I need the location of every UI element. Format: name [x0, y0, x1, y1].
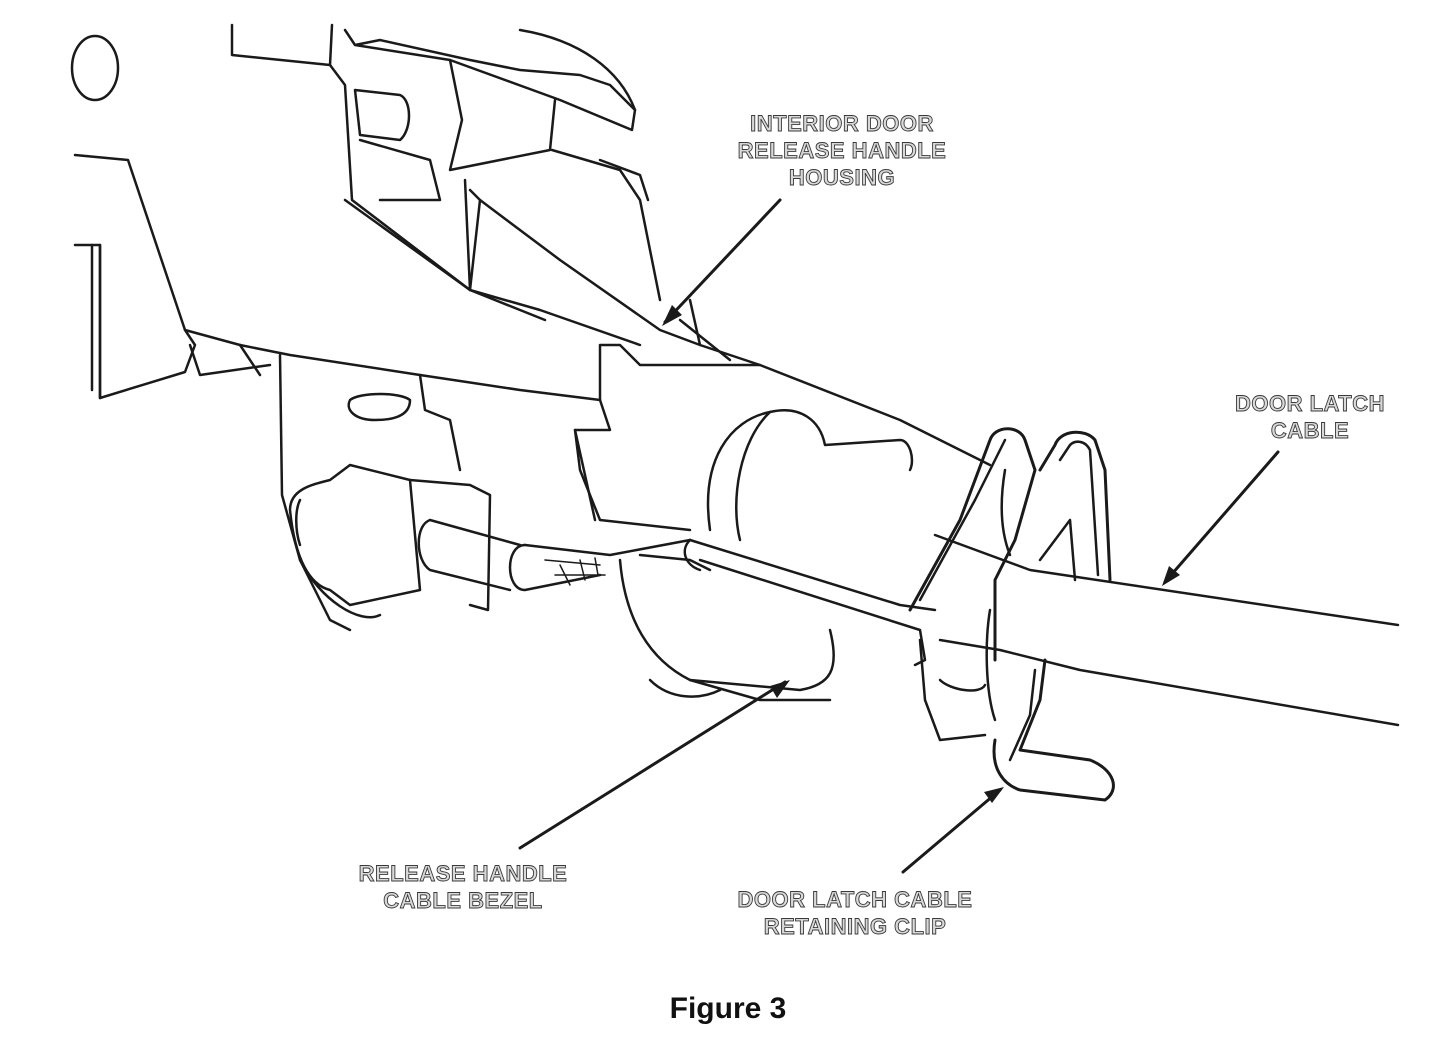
bezel-label-line-2: CABLE BEZEL — [383, 888, 543, 914]
mounting-hole — [70, 34, 120, 102]
cable-bezel — [618, 409, 987, 742]
upper-bracket — [230, 23, 662, 322]
clip-label: DOOR LATCH CABLE RETAINING CLIP — [700, 886, 1010, 940]
release-handle-housing — [343, 188, 762, 367]
door-latch-cable-label: DOOR LATCH CABLE — [1195, 390, 1425, 444]
door-latch-cable-line-2: CABLE — [1270, 418, 1350, 444]
housing-label: INTERIOR DOOR RELEASE HANDLE HOUSING — [712, 110, 972, 191]
bezel-label: RELEASE HANDLE CABLE BEZEL — [318, 860, 608, 914]
bezel-leader — [518, 680, 787, 850]
cable-leader — [1163, 450, 1280, 584]
clip-label-line-1: DOOR LATCH CABLE — [737, 887, 973, 913]
figure-caption: Figure 3 — [669, 992, 787, 1025]
arrowheads — [662, 305, 1180, 803]
housing-label-line-3: HOUSING — [788, 165, 896, 191]
door-latch-cable — [933, 533, 1400, 727]
housing-leader — [663, 198, 782, 324]
door-latch-cable-line-1: DOOR LATCH — [1234, 391, 1386, 417]
left-trim-panel — [73, 153, 602, 632]
clip-leader — [901, 788, 1002, 874]
clip-label-line-2: RETAINING CLIP — [763, 914, 947, 940]
housing-label-line-1: INTERIOR DOOR — [750, 111, 934, 137]
cable-end — [288, 463, 692, 619]
housing-label-line-2: RELEASE HANDLE — [737, 138, 947, 164]
leader-lines — [518, 198, 1280, 874]
retaining-clip — [908, 427, 1115, 802]
bezel-label-line-1: RELEASE HANDLE — [358, 861, 568, 887]
handle-body — [347, 343, 992, 532]
